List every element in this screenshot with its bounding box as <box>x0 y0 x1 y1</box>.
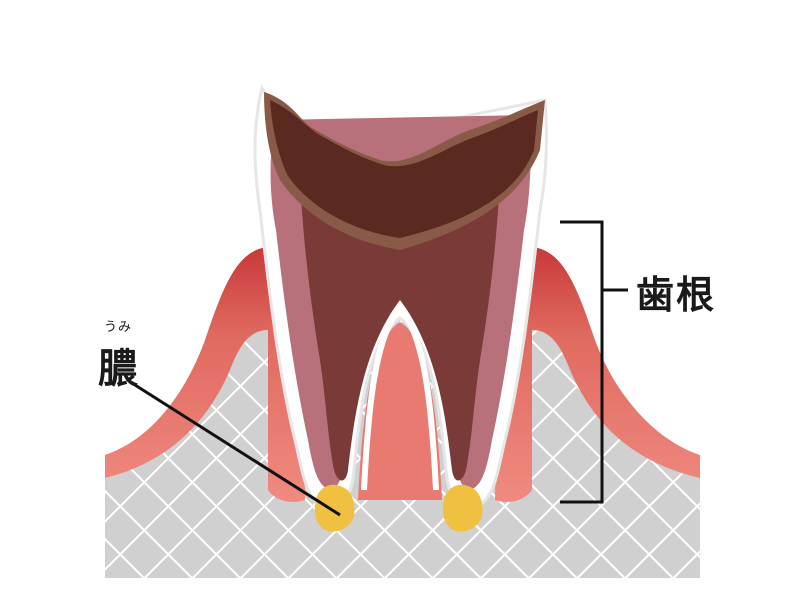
furcation-outline <box>361 303 439 491</box>
gum-left <box>105 247 305 502</box>
root-label: 歯根 <box>636 273 717 317</box>
decay-cavity <box>270 100 538 238</box>
pus-leader-line <box>134 383 341 517</box>
pus-label: 膿 <box>98 346 138 392</box>
root-bracket <box>560 220 628 504</box>
gum-right <box>495 247 700 502</box>
pulp <box>300 175 500 481</box>
pus-right <box>442 484 483 532</box>
pus-reading-label: うみ <box>104 320 133 335</box>
pus-left <box>314 484 355 532</box>
